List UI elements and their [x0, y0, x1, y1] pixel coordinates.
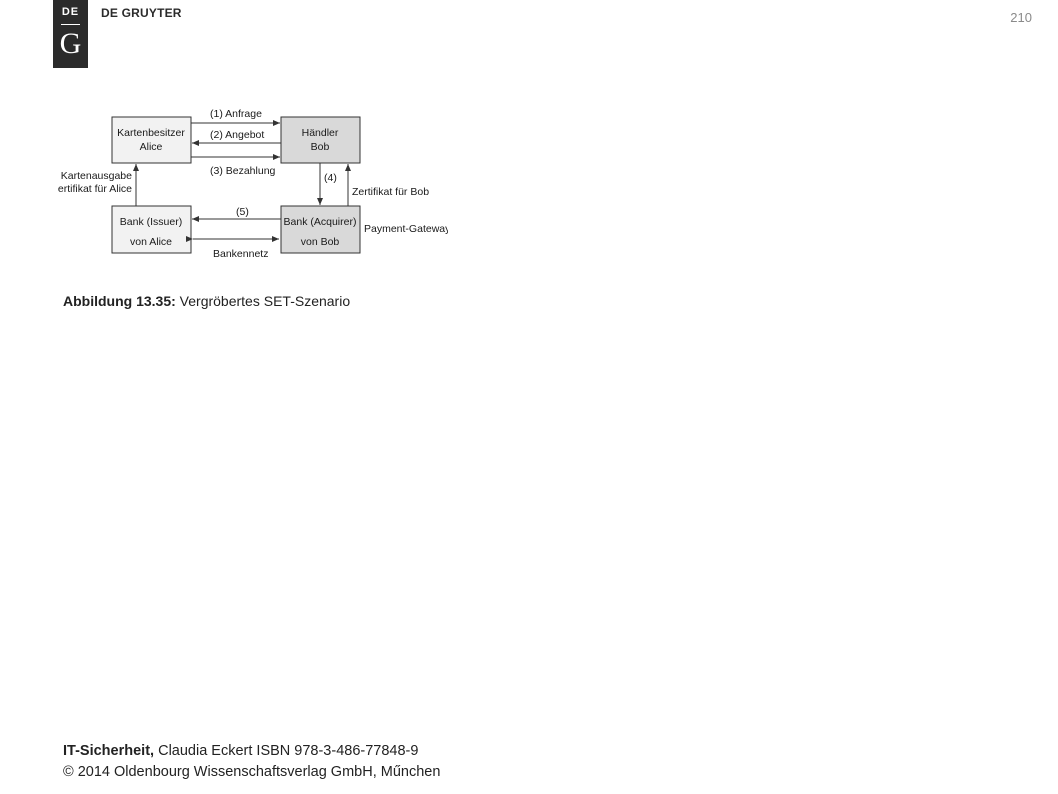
box-acquirer-bank — [280, 205, 361, 254]
box-merchant — [280, 116, 361, 164]
merchant-label-1: Händler — [302, 127, 339, 139]
logo-top-text: DE — [61, 6, 80, 18]
publisher-name: DE GRUYTER — [101, 6, 182, 20]
citation-footer: IT-Sicherheit, Claudia Eckert ISBN 978-3… — [63, 741, 440, 783]
cardholder-label-2: Alice — [140, 141, 163, 153]
book-title: IT-Sicherheit, — [63, 743, 155, 759]
footer-line-2: © 2014 Oldenbourg Wissenschaftsverlag Gm… — [63, 764, 441, 780]
issuer-label-2: von Alice — [130, 236, 172, 248]
label-payment: (3) Bezahlung — [210, 165, 276, 177]
cardholder-label-1: Kartenbesitzer — [117, 127, 185, 139]
diagram-svg: Kartenbesitzer Alice Händler Bob Bank (I… — [58, 108, 448, 260]
label-card-issue-2: Zertifikat für Alice — [58, 183, 132, 195]
footer-line-1: IT-Sicherheit, Claudia Eckert ISBN 978-3… — [63, 741, 440, 762]
box-issuer-bank — [111, 205, 192, 254]
label-bank-network: Bankennetz — [213, 248, 268, 260]
label-step4: (4) — [324, 172, 337, 184]
label-cert-bob: Zertifikat für Bob — [352, 186, 429, 198]
label-payment-gateway: Payment-Gateway — [364, 223, 448, 235]
acquirer-label-2: von Bob — [301, 236, 340, 248]
label-card-issue-1: Kartenausgabe — [61, 170, 132, 182]
label-request: (1) Anfrage — [210, 108, 262, 120]
logo-bottom-text: G — [59, 27, 82, 60]
acquirer-label-1: Bank (Acquirer) — [284, 216, 357, 228]
label-step5: (5) — [236, 206, 249, 218]
figure-caption: Abbildung 13.35: Vergröbertes SET-Szenar… — [63, 293, 350, 309]
box-cardholder — [111, 116, 192, 164]
publisher-logo: DE G — [53, 0, 88, 68]
caption-text: Vergröbertes SET-Szenario — [175, 293, 351, 309]
set-scenario-diagram: Kartenbesitzer Alice Händler Bob Bank (I… — [58, 98, 448, 266]
merchant-label-2: Bob — [311, 141, 330, 153]
page-number: 210 — [1010, 10, 1032, 25]
book-author-isbn: Claudia Eckert ISBN 978-3-486-77848-9 — [154, 743, 419, 759]
label-offer: (2) Angebot — [210, 129, 264, 141]
caption-label: Abbildung 13.35: — [63, 293, 176, 309]
logo-rule — [61, 24, 80, 25]
issuer-label-1: Bank (Issuer) — [120, 216, 182, 228]
